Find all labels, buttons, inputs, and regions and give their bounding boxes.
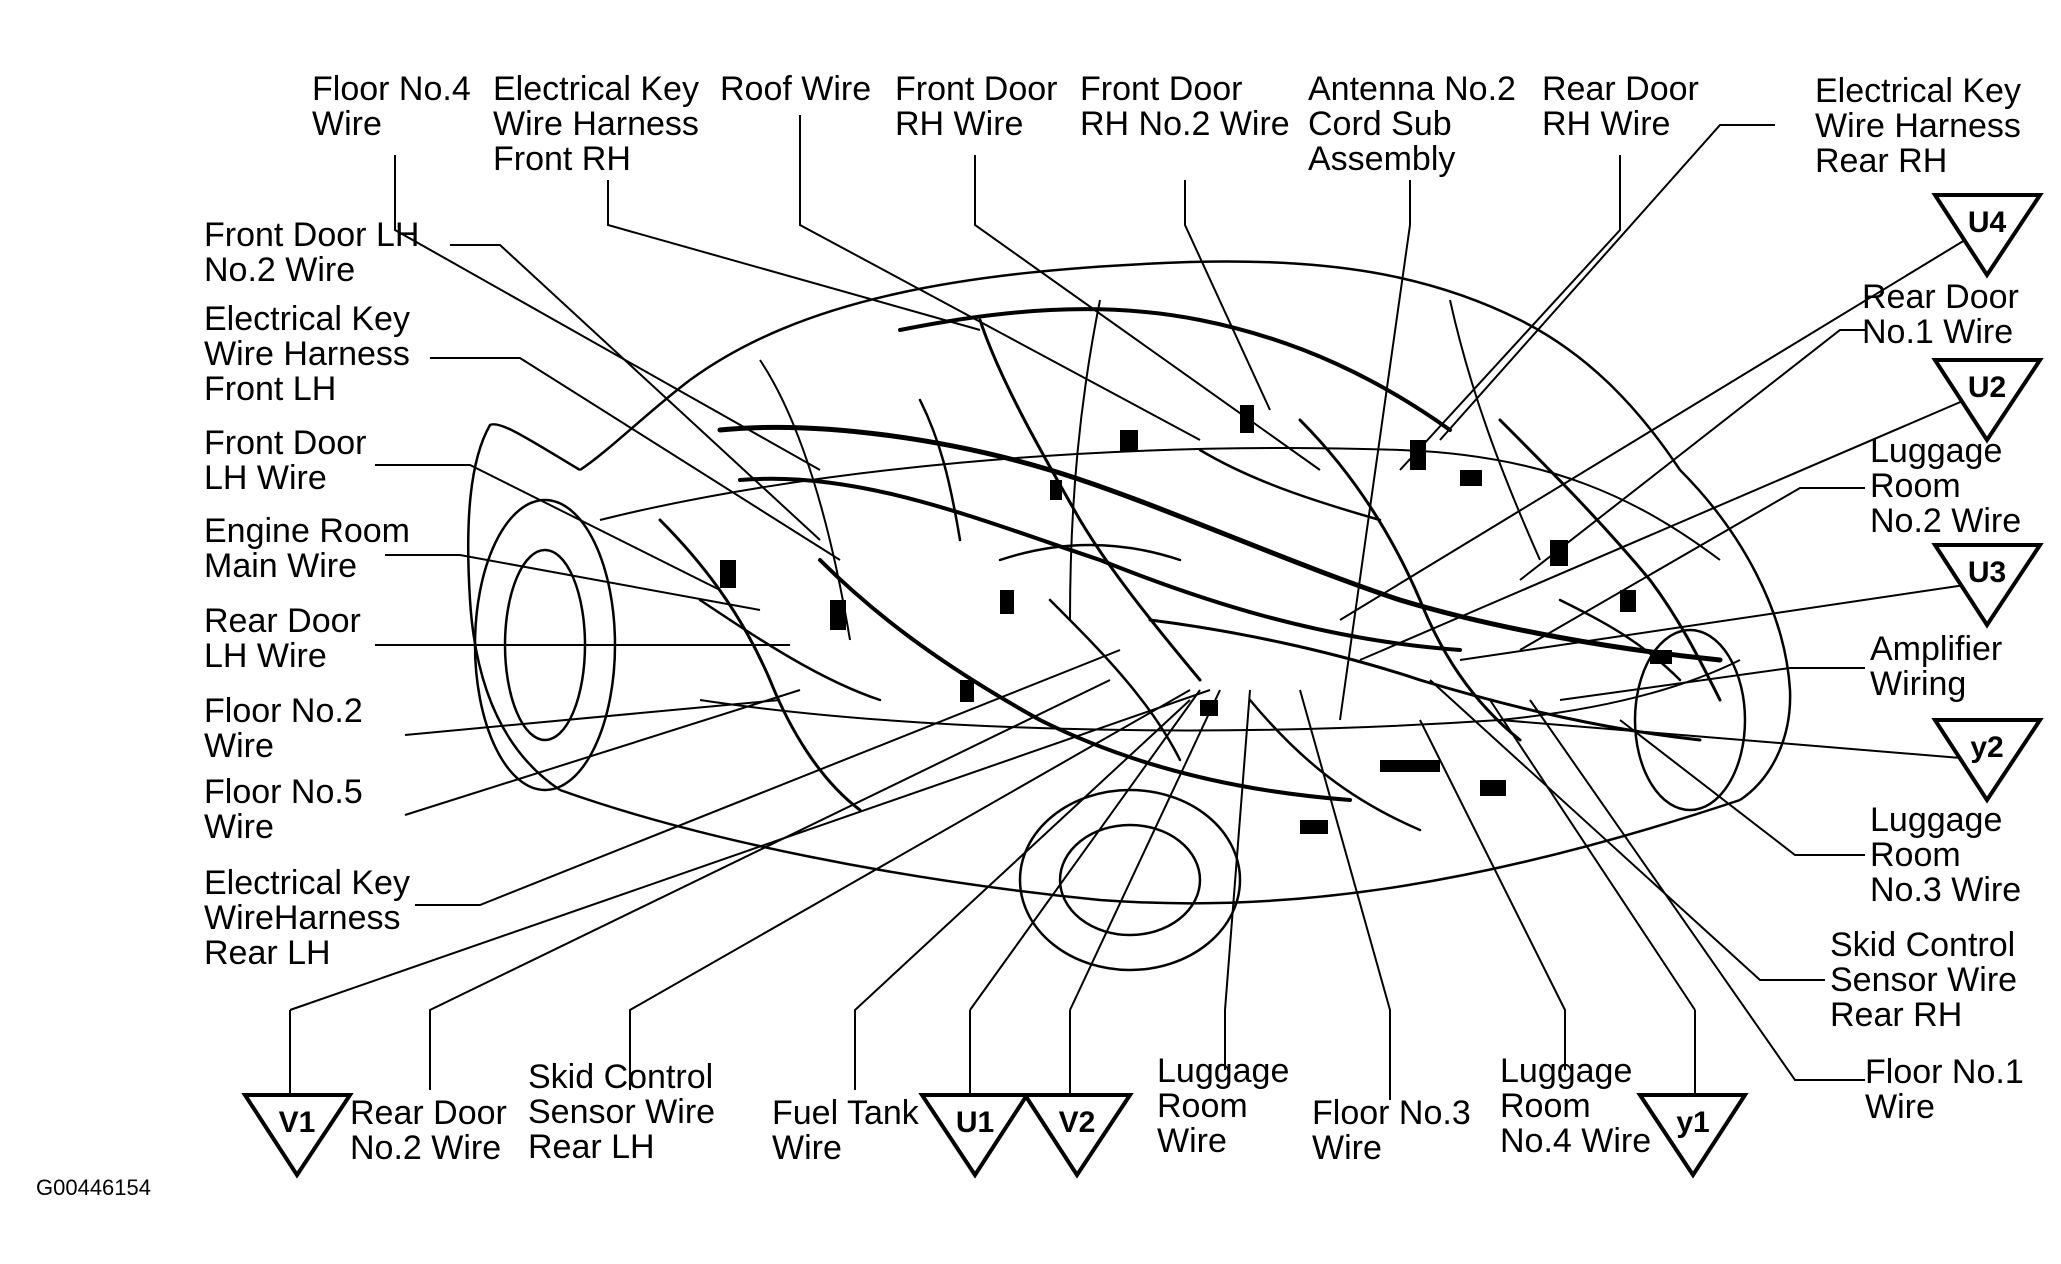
- diagram-code: G00446154: [36, 1175, 151, 1200]
- marker-u3-label: U3: [1968, 556, 2006, 589]
- wiring-harness: [658, 307, 1723, 832]
- marker-u4: U4: [1931, 193, 2044, 279]
- marker-v1-label: V1: [279, 1106, 316, 1139]
- marker-v2: V2: [1021, 1093, 1134, 1179]
- marker-leader-lines: [289, 239, 1986, 1100]
- marker-u3: U3: [1931, 543, 2044, 629]
- marker-v1: V1: [241, 1093, 354, 1179]
- connector-markers: U4 U2 U3 y2 V1 U1: [241, 193, 2044, 1179]
- marker-u1-label: U1: [956, 1106, 994, 1139]
- marker-u1: U1: [918, 1093, 1031, 1179]
- marker-y2-label: y2: [1970, 731, 2003, 764]
- marker-y2: y2: [1931, 718, 2044, 804]
- marker-u2-label: U2: [1968, 371, 2006, 404]
- marker-u4-label: U4: [1968, 206, 2007, 239]
- label-roof-wire: Roof Wire: [720, 70, 872, 108]
- marker-v2-label: V2: [1059, 1106, 1096, 1139]
- marker-u2: U2: [1931, 358, 2044, 444]
- leader-lines: [375, 115, 1865, 1100]
- marker-y1-label: y1: [1676, 1106, 1709, 1139]
- marker-y1: y1: [1636, 1093, 1749, 1179]
